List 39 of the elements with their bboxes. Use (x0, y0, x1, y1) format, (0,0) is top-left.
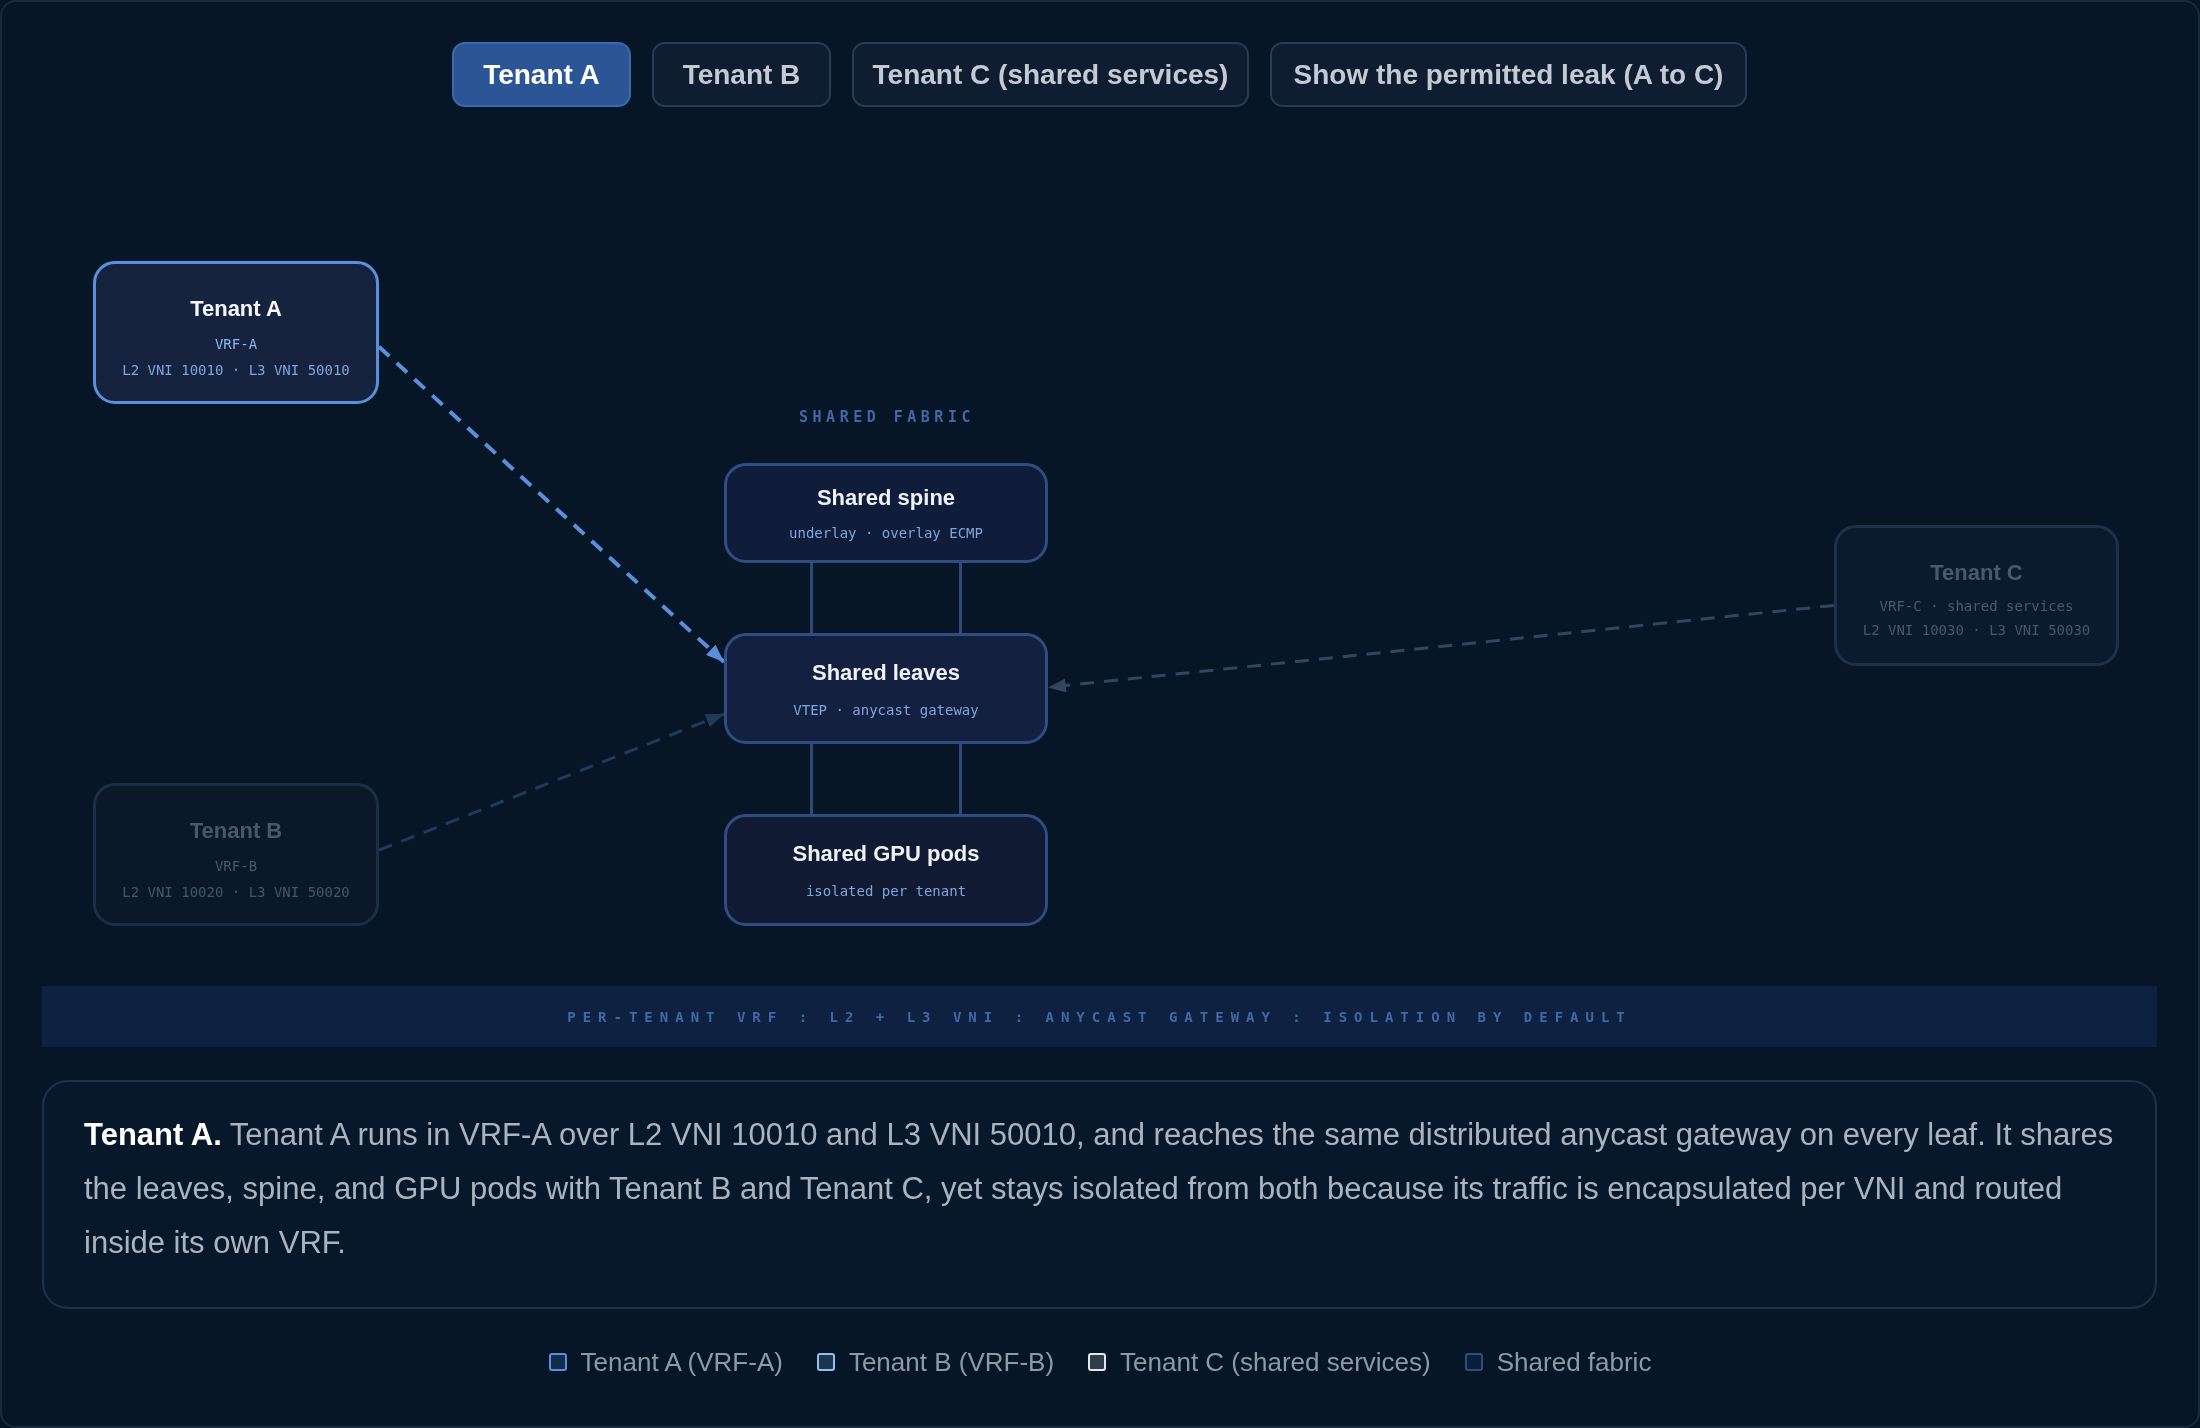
node-title: Shared spine (816, 484, 956, 512)
connector-line (810, 744, 813, 814)
legend-label: Tenant A (VRF-A) (580, 1346, 783, 1378)
description-text: Tenant A. Tenant A runs in VRF-A over L2 VNI 10010 and L3 VNI 50010, and reaches the same distributed anycast gateway on every leaf. It shares the leaves, spine, and GPU pods with Tenant B and Tenant C, yet stays isolated from both because its traffic is encapsulated per VNI and routed inside its own VRF. (84, 1116, 2115, 1262)
dashed-arrow (378, 712, 725, 852)
info-banner: PER-TENANT VRF : L2 + L3 VNI : ANYCAST GATEWAY : ISOLATION BY DEFAULT (42, 986, 2157, 1047)
vni-label: L2 VNI 10010 · L3 VNI 50010 (122, 360, 350, 380)
node-subtitle: VTEP · anycast gateway (793, 700, 979, 720)
connector-line (810, 563, 813, 633)
node-subtitle: isolated per tenant (805, 882, 967, 901)
node-subtitle: VRF-C · shared services (1879, 596, 2074, 616)
node-subtitle: VRF-B (214, 856, 258, 876)
toggle-button: Show the permitted leak (A to C) (1270, 42, 1747, 107)
connector-line (959, 563, 962, 633)
node-title: Tenant A (190, 294, 282, 323)
tenant-card (1834, 525, 2119, 666)
fabric-node (724, 814, 1048, 926)
vni-label: L2 VNI 10020 · L3 VNI 50020 (122, 882, 350, 902)
legend-label: Shared fabric (1496, 1346, 1652, 1378)
node-subtitle: VRF-A (214, 334, 258, 354)
tenant-card (93, 783, 379, 926)
dashed-arrow (377, 345, 726, 664)
tenant-card (93, 261, 379, 404)
fabric-node (724, 463, 1048, 563)
tab: Tenant B (652, 42, 831, 107)
vni-label: L2 VNI 10030 · L3 VNI 50030 (1862, 620, 2091, 640)
legend-label: Tenant B (VRF-B) (848, 1346, 1055, 1378)
legend-label: Tenant C (shared services) (1120, 1346, 1431, 1378)
tab: Tenant C (shared services) (852, 42, 1249, 107)
node-title: Shared leaves (812, 658, 960, 687)
fabric-node (724, 633, 1048, 744)
node-title: Tenant B (189, 816, 283, 845)
node-title: Tenant C (1930, 558, 2023, 587)
node-title: Shared GPU pods (792, 840, 980, 868)
node-subtitle: underlay · overlay ECMP (789, 524, 983, 543)
dashed-arrow (1047, 603, 1835, 693)
connector-line (959, 744, 962, 814)
section-heading: SHARED FABRIC (799, 408, 975, 426)
tab: Tenant A (452, 42, 631, 107)
